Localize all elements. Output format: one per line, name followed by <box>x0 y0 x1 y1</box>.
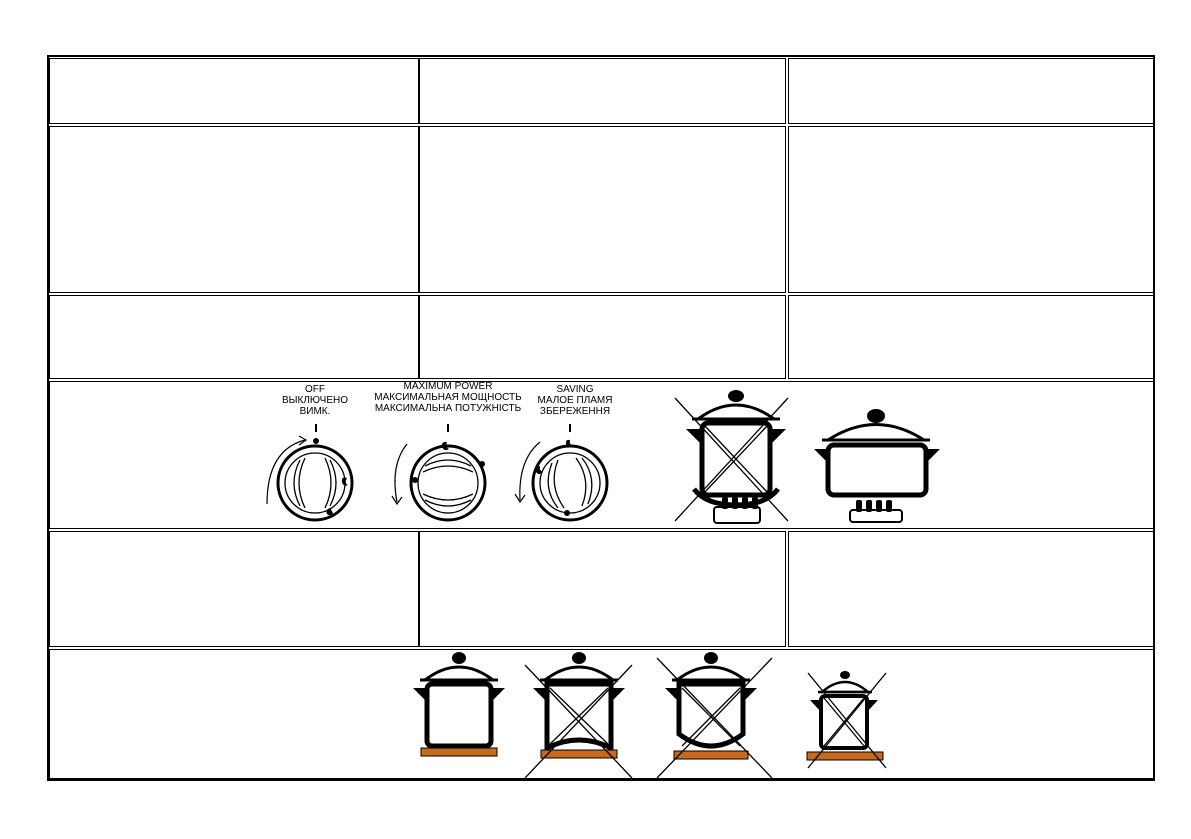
table-cell-r5c3 <box>788 531 1154 647</box>
knob-off-icon <box>266 424 354 522</box>
document-table <box>47 55 1155 781</box>
table-cell-r3c3 <box>788 295 1154 379</box>
table-cell-r2c3 <box>788 126 1154 293</box>
pot-concave-base-icon <box>656 652 773 779</box>
pot-too-small-base-icon <box>806 671 887 769</box>
pot-correct-on-burner-icon <box>814 409 940 523</box>
table-cell-r1c2 <box>419 58 786 124</box>
knob-saving-icon <box>514 424 609 522</box>
pot-convex-base-icon <box>524 652 633 779</box>
table-cell-knobs <box>49 381 1154 529</box>
table-cell-r1c1 <box>49 58 419 124</box>
pot-correct-base-icon <box>413 652 505 757</box>
knob-max-icon <box>391 424 487 522</box>
table-cell-r2c1 <box>49 126 419 293</box>
table-cell-r5c2 <box>419 531 786 647</box>
pot-too-small-on-burner-icon <box>674 390 789 524</box>
table-cell-r5c1 <box>49 531 419 647</box>
table-cell-r1c3 <box>788 58 1154 124</box>
table-cell-r3c2 <box>419 295 786 379</box>
table-cell-r3c1 <box>49 295 419 379</box>
table-cell-pots <box>49 649 1154 779</box>
table-cell-r2c2 <box>419 126 786 293</box>
